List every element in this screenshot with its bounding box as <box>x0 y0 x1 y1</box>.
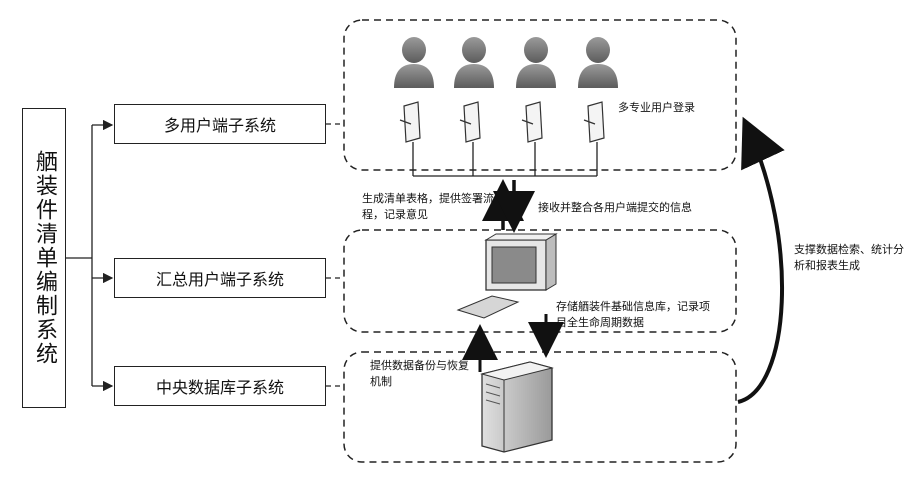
connector-bracket <box>66 125 112 386</box>
computer-icon <box>458 234 556 318</box>
support-arrow <box>738 124 782 402</box>
subsystem-label: 汇总用户端子系统 <box>156 266 284 290</box>
annotation-backup-recovery: 提供数据备份与恢复机制 <box>370 358 470 390</box>
annotation-multi-user-login: 多专业用户登录 <box>618 100 695 116</box>
terminal-icon <box>584 102 604 142</box>
dashed-connectors <box>326 124 344 386</box>
annotation-receive-integrate: 接收并整合各用户端提交的信息 <box>538 200 692 216</box>
user-bus <box>413 142 597 176</box>
terminal-icon <box>400 102 420 142</box>
annotation-support-analysis: 支撑数据检索、统计分析和报表生成 <box>794 242 904 274</box>
person-icon <box>394 37 434 88</box>
server-icon <box>482 362 552 452</box>
main-system-title: 舾装件清单编制系统 <box>33 150 55 366</box>
subsystem-central-database: 中央数据库子系统 <box>114 366 326 406</box>
subsystem-label: 多用户端子系统 <box>164 112 276 136</box>
main-system-box: 舾装件清单编制系统 <box>22 108 66 408</box>
subsystem-summary-user: 汇总用户端子系统 <box>114 258 326 298</box>
exchange-arrows <box>503 180 514 230</box>
person-icon <box>454 37 494 88</box>
person-icon <box>516 37 556 88</box>
terminal-icon <box>522 102 542 142</box>
subsystem-multi-user: 多用户端子系统 <box>114 104 326 144</box>
terminal-icon <box>460 102 480 142</box>
annotation-generate-list: 生成清单表格，提供签署流程，记录意见 <box>362 191 494 223</box>
subsystem-label: 中央数据库子系统 <box>156 374 284 398</box>
annotation-store-database: 存储舾装件基础信息库，记录项目全生命周期数据 <box>556 299 716 331</box>
person-icon <box>578 37 618 88</box>
